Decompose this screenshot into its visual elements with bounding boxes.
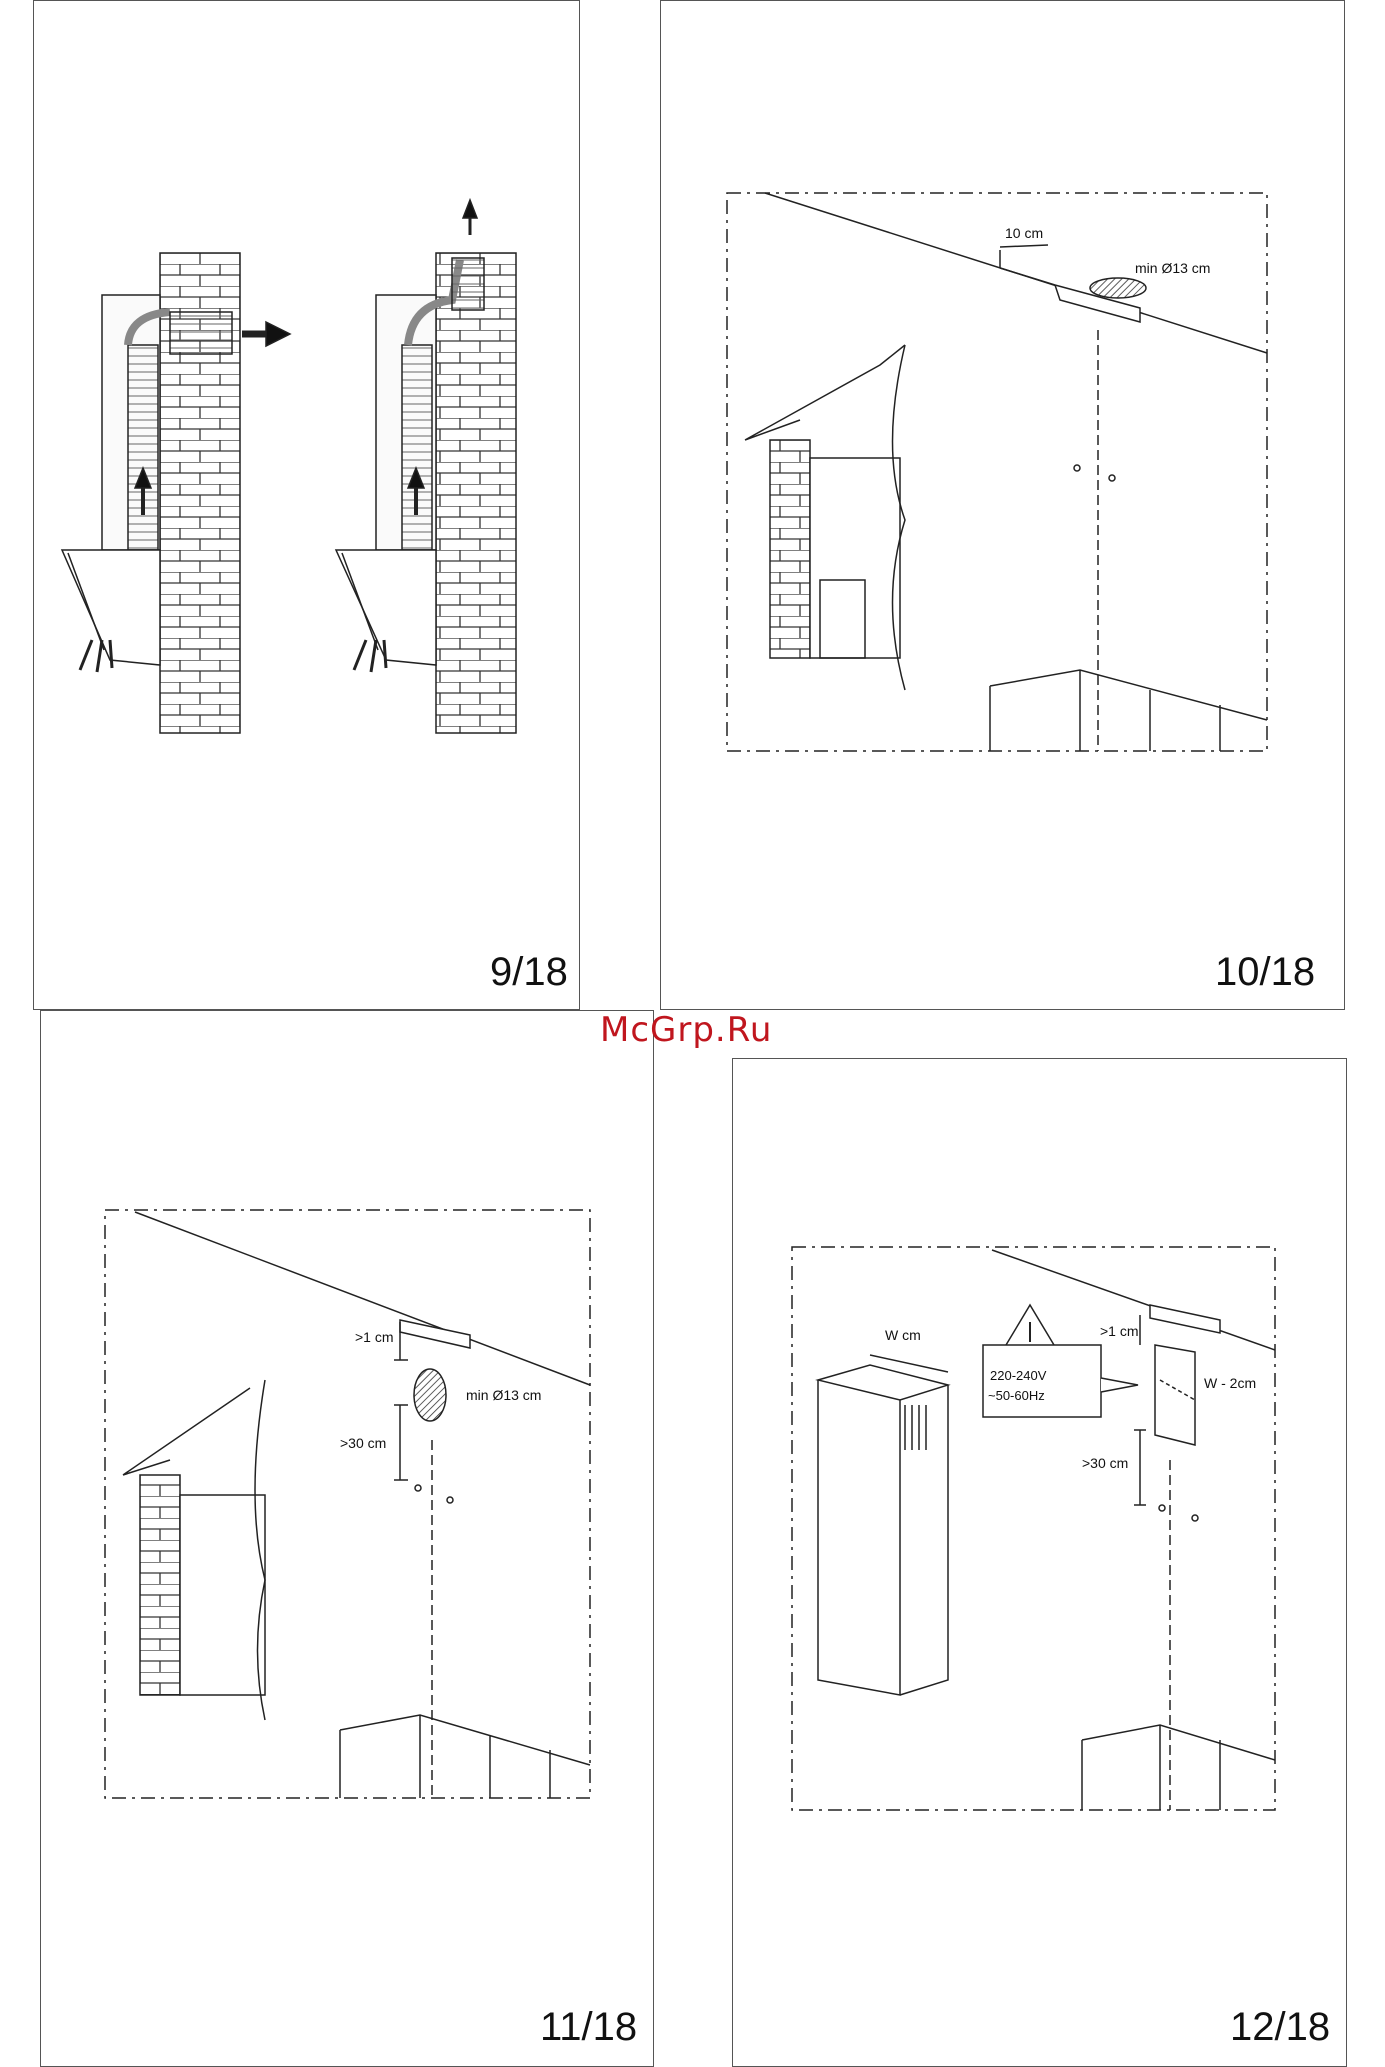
width-label-p12: W cm: [885, 1327, 921, 1343]
page-number-9: 9/18: [490, 950, 568, 995]
offset-label-p11: >1 cm: [355, 1329, 394, 1345]
figure-page-10: 10 cm min Ø13 cm: [727, 193, 1267, 751]
height-label-p12: >30 cm: [1082, 1455, 1128, 1471]
page-number-10: 10/18: [1215, 950, 1315, 995]
voltage-label: 220-240V: [990, 1368, 1047, 1383]
diameter-label-p11: min Ø13 cm: [466, 1387, 541, 1403]
height-label-p11: >30 cm: [340, 1435, 386, 1451]
figure-page-9: [62, 200, 516, 733]
offset-label-p10: 10 cm: [1005, 225, 1043, 241]
offset-label-p12: >1 cm: [1100, 1323, 1139, 1339]
figure-page-12: >1 cm W - 2cm >30 cm 220-240V ~50-60Hz W…: [792, 1247, 1275, 1810]
page-number-11: 11/18: [540, 2005, 637, 2050]
watermark: McGrp.Ru: [600, 1010, 772, 1050]
diameter-label-p10: min Ø13 cm: [1135, 260, 1210, 276]
page-number-12: 12/18: [1230, 2005, 1330, 2050]
width-minus-label-p12: W - 2cm: [1204, 1375, 1256, 1391]
figure-page-11: >1 cm min Ø13 cm >30 cm: [105, 1210, 590, 1798]
frequency-label: ~50-60Hz: [988, 1388, 1045, 1403]
